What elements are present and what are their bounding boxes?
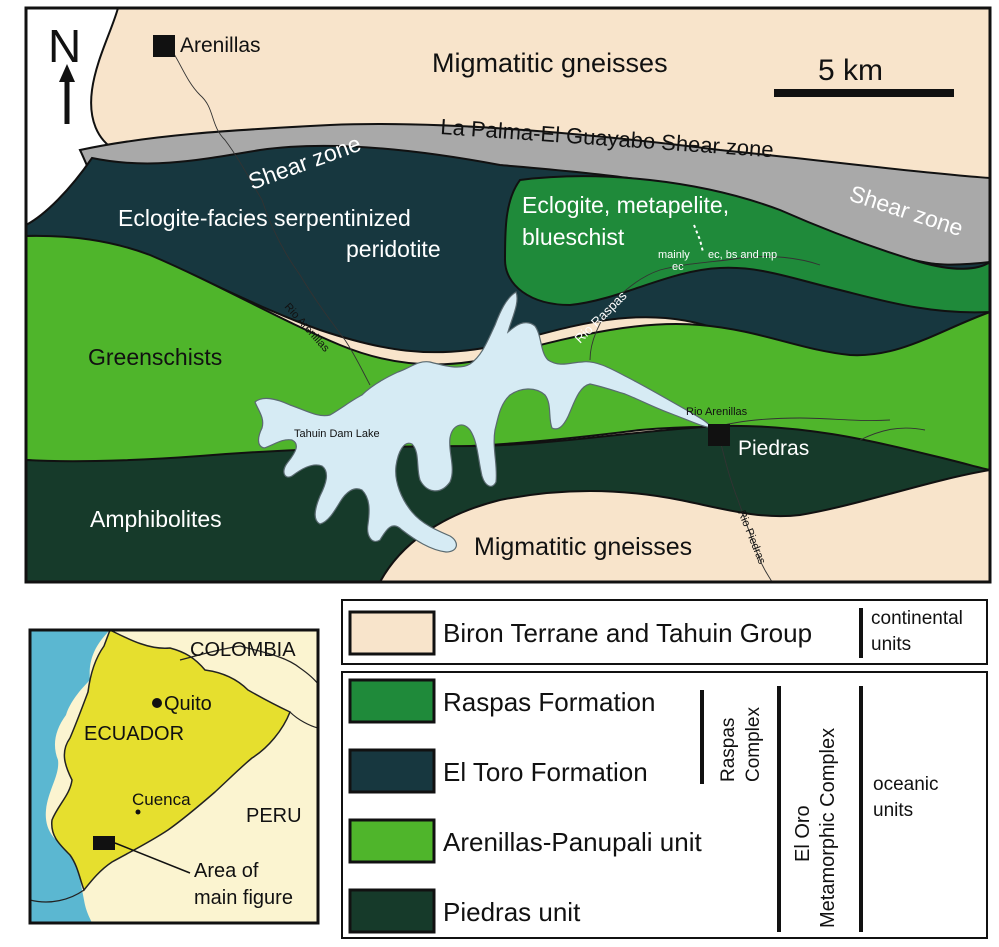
area-marker [93,836,115,850]
inset-cuenca-label: Cuenca [132,790,191,809]
legend-swatch-piedras [348,888,436,934]
river-small-east [859,427,926,441]
town-marker-arenillas [153,35,175,57]
inset-quito-label: Quito [164,693,212,715]
legend: Biron Terrane and Tahuin Group continent… [341,599,988,939]
legend-swatch-raspas [348,678,436,724]
label-mainly-1: mainly [658,249,690,261]
label-mainly-2: ec [672,261,684,273]
label-migmatitic-bottom: Migmatitic gneisses [474,533,692,561]
geologic-map: N 5 km Arenillas Migmatitic gneisses La … [26,8,990,582]
legend-el-oro-2: Metamorphic Complex [817,728,839,928]
label-amphibolites: Amphibolites [90,506,222,532]
legend-oceanic-2: units [873,800,913,821]
label-ec-bs-mp: ec, bs and mp [708,249,777,261]
inset-area-label-2: main figure [194,887,293,909]
label-arenillas: Arenillas [180,34,261,57]
legend-continental-box [341,599,988,665]
label-eclogite-metapelite-2: blueschist [522,224,625,250]
legend-oceanic-box [341,671,988,939]
legend-swatch-el-toro [348,748,436,794]
rivers [164,39,926,582]
legend-label-raspas: Raspas Formation [443,687,655,717]
inset-border-peru-2 [29,889,85,903]
label-piedras: Piedras [738,437,809,460]
river-piedras [719,439,773,582]
inset-map: COLOMBIA Quito ECUADOR Cuenca PERU Area … [29,628,319,923]
scale-bar-label: 5 km [818,54,883,87]
legend-label-piedras: Piedras unit [443,897,581,927]
legend-swatch-biron [348,610,436,656]
legend-label-biron: Biron Terrane and Tahuin Group [443,618,812,648]
inset-area-label-1: Area of [194,860,259,882]
inset-sea [30,630,110,923]
river-arenillas-upper [164,39,371,386]
inset-ecuador-label: ECUADOR [84,723,184,745]
inset-colombia-label: COLOMBIA [190,639,296,661]
label-greenschists: Greenschists [88,344,222,370]
label-rio-arenillas-east: Rio Arenillas [686,406,748,418]
map-frame [24,6,992,584]
legend-el-oro-1: El Oro [792,805,814,862]
river-raspas [589,255,821,361]
inset-peru-label: PERU [246,805,302,827]
inset-border-colombia [179,645,319,685]
river-arenillas-lower [711,417,891,429]
raspas-unit [503,175,990,314]
label-eclogite-peridotite-1: Eclogite-facies serpentinized [118,205,411,231]
migmatitic-bottom-unit [378,468,990,582]
raspas-internal-contact [693,224,704,253]
legend-label-el-toro: El Toro Formation [443,757,648,787]
legend-oceanic-1: oceanic [873,774,939,795]
label-eclogite-peridotite-2: peridotite [346,236,441,262]
legend-label-arenillas: Arenillas-Panupali unit [443,827,702,857]
legend-continental-1: continental [871,608,963,629]
cuenca-marker [135,809,141,815]
legend-raspas-complex-2: Complex [743,707,764,782]
inset-ecuador [51,628,291,892]
quito-marker [152,698,162,708]
town-marker-piedras [708,424,730,446]
north-arrow-head [59,64,75,82]
label-migmatitic-top: Migmatitic gneisses [432,48,668,78]
area-leader-line [114,842,191,874]
inset-frame [28,628,320,925]
scale-bar [774,89,954,97]
legend-raspas-complex-1: Raspas [718,718,739,782]
north-arrow-label: N [48,20,81,72]
label-eclogite-metapelite-1: Eclogite, metapelite, [522,192,729,218]
tahuin-dam-lake [254,291,714,553]
label-tahuin-lake: Tahuin Dam Lake [294,428,380,440]
legend-continental-2: units [871,634,911,655]
legend-swatch-arenillas [348,818,436,864]
inset-border-peru [289,711,319,729]
